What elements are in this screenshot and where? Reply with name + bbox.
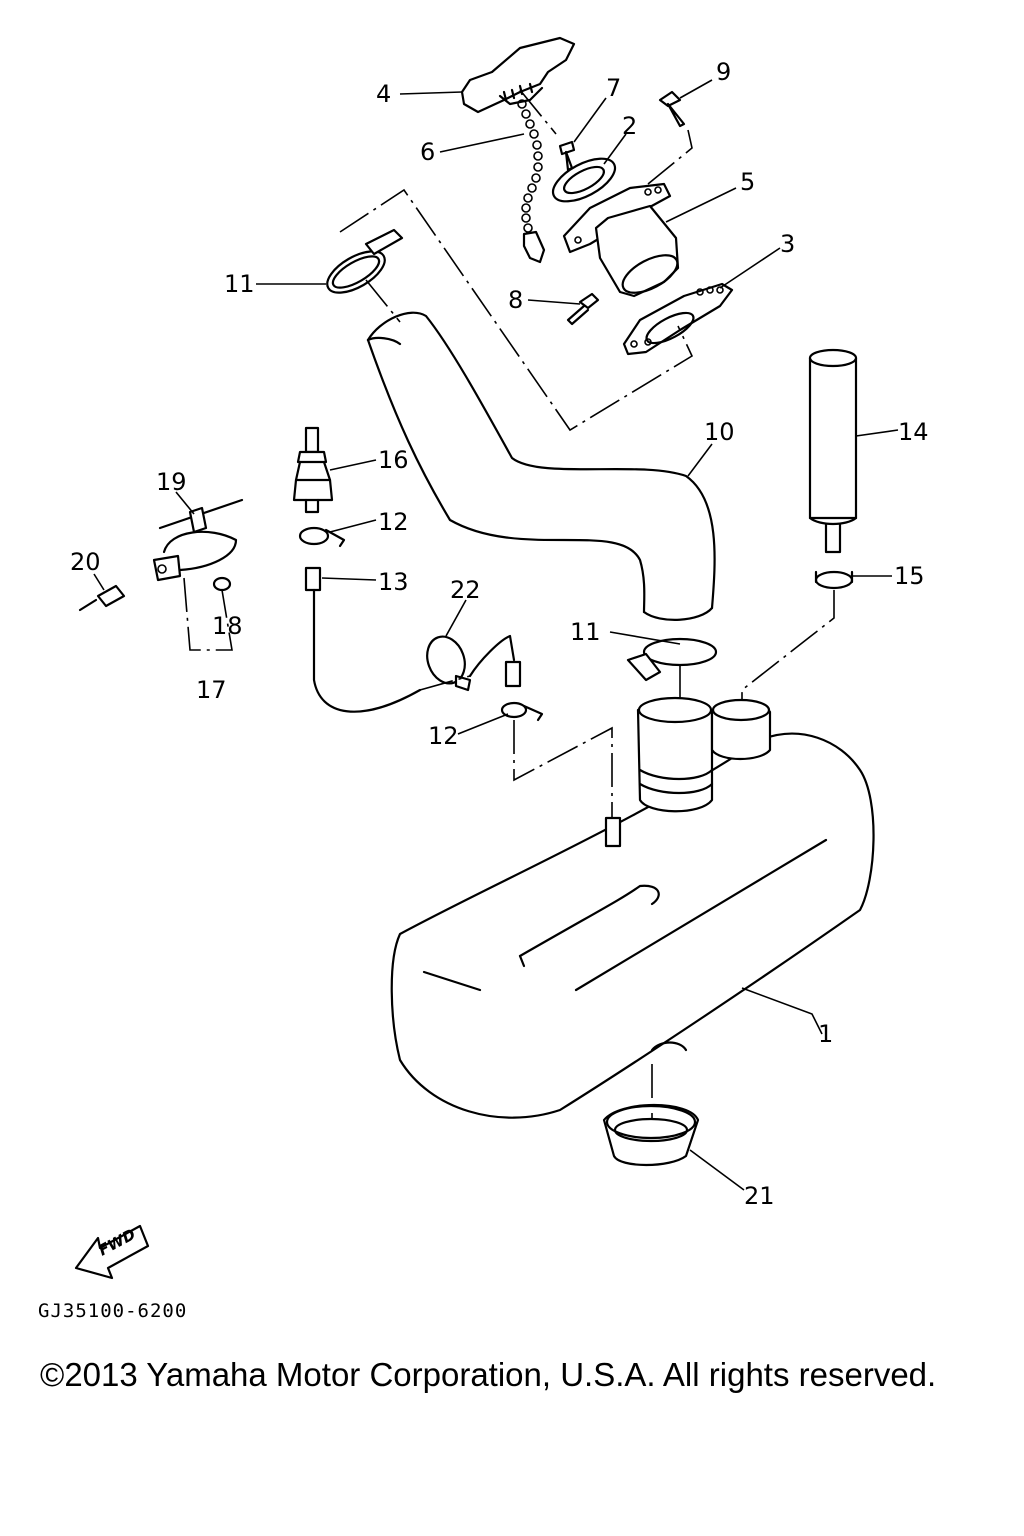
callout-11-lower: 11 [570,618,601,646]
part-3-gasket [622,282,734,356]
part-12-clip-upper [298,526,346,548]
callout-20: 20 [70,548,101,576]
alignment-lines [183,89,835,1120]
leader-lines [93,79,899,1191]
part-9-screw [658,90,686,128]
part-6-chain [517,99,546,264]
part-16-valve [292,426,334,514]
callout-5: 5 [740,168,755,196]
fwd-arrow-icon: FWD [74,1224,150,1280]
part-17-bracket [152,530,238,582]
callout-9: 9 [716,58,731,86]
callout-4: 4 [376,80,391,108]
part-13-vent-tube [304,566,516,713]
part-12-clip-lower [500,701,544,722]
callout-14: 14 [898,418,929,446]
callout-6: 6 [420,138,435,166]
part-2-gasket [551,157,617,203]
copyright-notice: ©2013 Yamaha Motor Corporation, U.S.A. A… [40,1356,937,1393]
part-14-tube [808,348,858,554]
callout-16: 16 [378,446,409,474]
callout-7: 7 [606,74,621,102]
part-20-bolt [78,584,126,612]
part-8-fitting [566,292,600,326]
part-10-filler-hose [366,311,716,621]
callout-15: 15 [894,562,925,590]
part-11-hose-clamp-lower [626,637,718,682]
part-4-filler-cap [460,36,576,114]
callout-3: 3 [780,230,795,258]
part-5-filler-neck [562,182,680,298]
callout-22: 22 [450,576,481,604]
part-11-hose-clamp-upper [326,228,404,294]
callout-13: 13 [378,568,409,596]
callout-8: 8 [508,286,523,314]
callout-1: 1 [818,1020,833,1048]
callout-19: 19 [156,468,187,496]
callout-11-upper: 11 [224,270,255,298]
part-21-drain-cap [602,1104,700,1167]
callouts: 4 6 7 2 9 5 3 8 11 10 14 15 16 12 13 22 … [70,58,929,1210]
diagram-code: GJ35100-6200 [38,1300,188,1322]
callout-21: 21 [744,1182,775,1210]
callout-17: 17 [196,676,227,704]
callout-12-lower: 12 [428,722,459,750]
callout-12-upper: 12 [378,508,409,536]
part-15-grommet [814,570,854,590]
part-19-band [158,498,244,534]
part-22-clamp [426,635,522,692]
part-1-oil-tank [390,696,875,1119]
callout-10: 10 [704,418,735,446]
part-18-washer [212,576,232,592]
part-7-screw [558,140,576,172]
callout-2: 2 [622,112,637,140]
callout-18: 18 [212,612,243,640]
